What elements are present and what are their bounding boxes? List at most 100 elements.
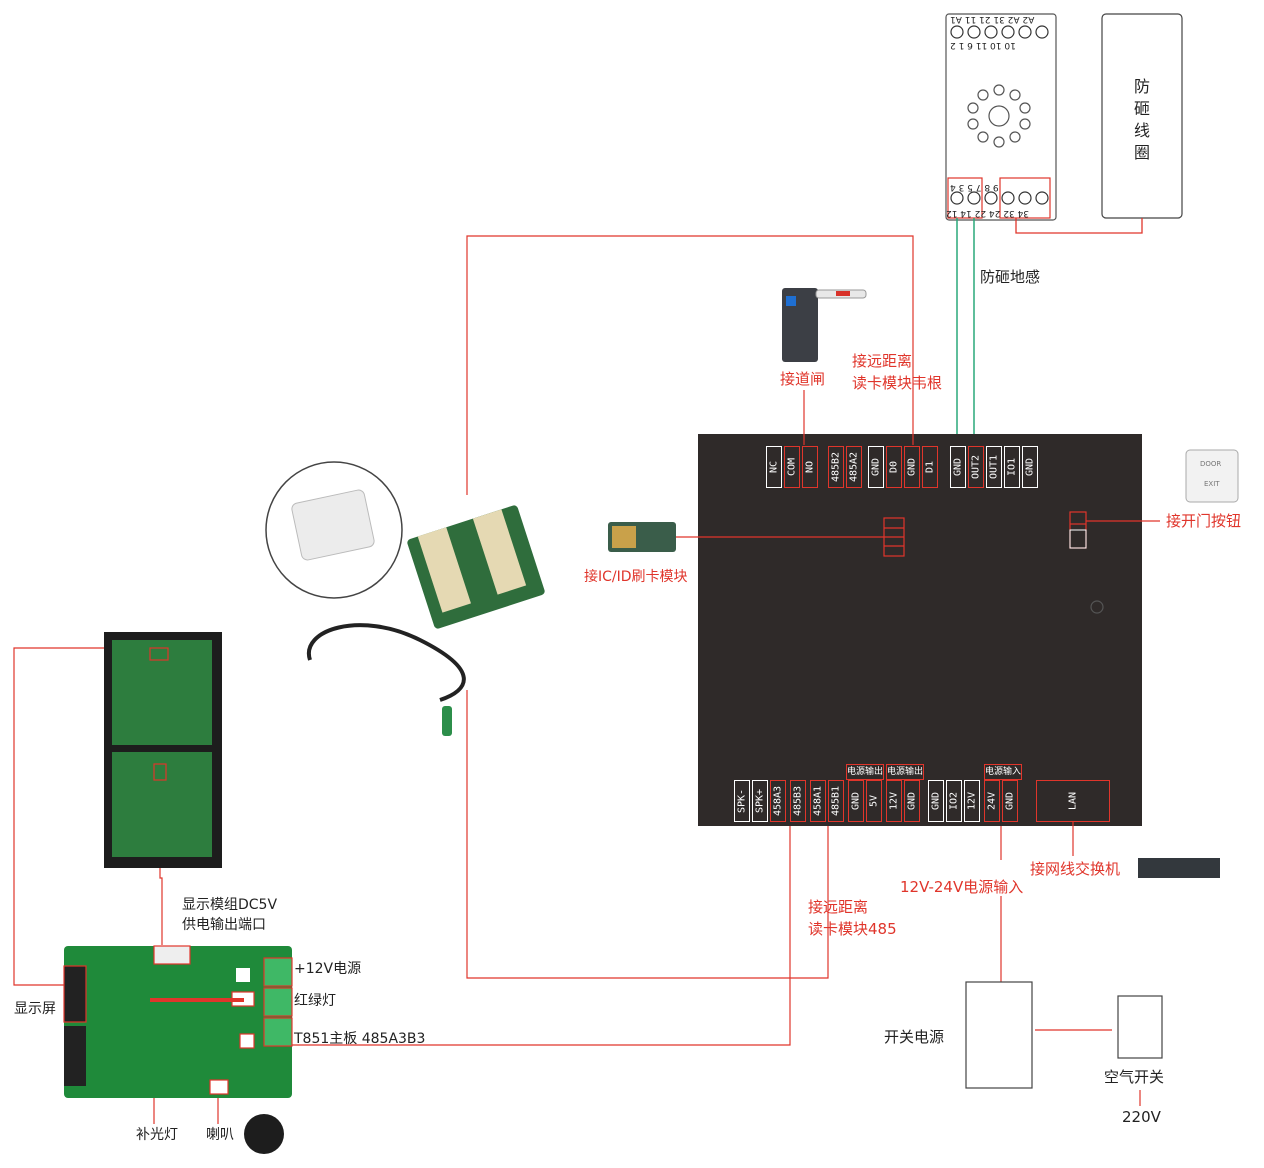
v220-label: 220V [1122,1108,1161,1126]
door-label-bottom: EXIT [1204,480,1220,488]
top-pin-gnd: GND [868,446,884,488]
gate-label: 接道闸 [780,370,826,388]
terminal-bottom-labels-1: 9 8 7 5 3 4 [950,182,999,192]
top-pin-com: COM [784,446,800,488]
door-label-top: DOOR [1200,460,1222,468]
bottom-pin-gnd: GND [1002,780,1018,822]
exit-button-label: 接开门按钮 [1166,512,1242,530]
bottom-pin-label: 5V [868,794,880,808]
wiegand-label-1: 接远距离 [852,352,913,370]
display-dc5v-label-1: 显示模组DC5V [182,897,278,913]
speaker-device [244,1114,284,1154]
power-input-label: 12V-24V电源输入 [900,878,1024,896]
t851-main-board [63,945,293,1098]
coil-box-char-2: 砸 [1133,99,1150,118]
power-out-header-1: 电源输出 [846,764,884,780]
top-pin-label: GND [1024,457,1036,477]
power-in-header: 电源输入 [984,764,1022,780]
bottom-pin-5v: 5V [866,780,882,822]
top-pin-485b2: 485B2 [828,446,844,488]
top-pin-io1: IO1 [1004,446,1020,488]
bottom-pin-label: GND [1004,791,1016,811]
air-switch-device [1117,995,1163,1059]
top-pin-d1: D1 [922,446,938,488]
bottom-pin-label: 485B1 [830,785,842,817]
lan-switch-label: 接网线交换机 [1030,860,1121,878]
bottom-pin-gnd: GND [848,780,864,822]
display-screen-label: 显示屏 [14,1001,56,1017]
bottom-pin-12v: 12V [886,780,902,822]
bottom-pin-label: SPK+ [754,788,766,814]
top-pin-out1: OUT1 [986,446,1002,488]
top-pin-gnd: GND [1022,446,1038,488]
ic-id-card-module [608,522,676,552]
controller-board [698,434,1142,826]
speaker-label: 喇叭 [206,1127,234,1143]
long-range-reader [265,461,545,736]
bottom-pin-12v: 12V [964,780,980,822]
rs485-label-1: 接远距离 [808,898,869,916]
terminal-top-labels-2: 10 10 11 6 1 2 [950,40,1016,50]
bottom-pin-spk-: SPK- [734,780,750,822]
display-dc5v-label-2: 供电输出端口 [182,917,266,933]
bottom-pin-lan: LAN [1036,780,1110,822]
bottom-pin-458a1: 458A1 [810,780,826,822]
bottom-pin-458a3: 458A3 [770,780,786,822]
top-pin-label: GND [870,457,882,477]
top-pin-485a2: 485A2 [846,446,862,488]
relay-terminal-block [945,13,1057,221]
relay-socket [967,84,1031,148]
ic-id-label: 接IC/ID刷卡模块 [584,569,688,585]
power-out-header-2: 电源输出 [886,764,924,780]
top-pin-label: OUT2 [970,454,982,480]
bottom-pin-485b3: 485B3 [790,780,806,822]
bottom-pin-label: 458A1 [812,785,824,817]
terminal-screws-top [950,25,1049,39]
bottom-pin-label: SPK- [736,788,748,814]
air-switch-label: 空气开关 [1104,1068,1165,1086]
coil-box-char-4: 圈 [1133,143,1150,162]
top-pin-gnd: GND [950,446,966,488]
bottom-pin-label: 12V [966,791,978,811]
bottom-pin-485b1: 485B1 [828,780,844,822]
top-pin-no: NO [802,446,818,488]
bottom-pin-io2: IO2 [946,780,962,822]
bottom-pin-gnd: GND [928,780,944,822]
top-pin-label: NC [768,460,780,474]
bottom-pin-label: GND [850,791,862,811]
led-display-module [104,632,222,868]
top-pin-label: IO1 [1006,457,1018,477]
wiegand-label-2: 读卡模块韦根 [852,374,943,392]
bottom-pin-label: 12V [888,791,900,811]
top-pin-label: OUT1 [988,454,1000,480]
t851-label: T851主板 485A3B3 [294,1031,426,1047]
bottom-pin-label: LAN [1067,791,1079,811]
rs485-label-2: 读卡模块485 [808,920,897,938]
exit-button-device [1185,449,1239,503]
bottom-pin-label: 485B3 [792,785,804,817]
bottom-pin-label: 24V [986,791,998,811]
bottom-pin-gnd: GND [904,780,920,822]
bottom-pin-24v: 24V [984,780,1000,822]
top-pin-label: GND [952,457,964,477]
top-pin-label: COM [786,457,798,477]
traffic-light-label: 红绿灯 [294,993,336,1009]
anti-smash-label: 防砸地感 [980,268,1041,286]
top-pin-gnd: GND [904,446,920,488]
fill-light-label: 补光灯 [136,1127,178,1143]
top-pin-label: NO [804,460,816,474]
top-pin-nc: NC [766,446,782,488]
terminal-screws-bottom [950,191,1049,205]
top-pin-label: GND [906,457,918,477]
top-pin-d0: D0 [886,446,902,488]
plus12v-label: +12V电源 [294,961,362,977]
coil-box-char-3: 线 [1133,121,1150,140]
top-pin-label: D1 [924,460,936,474]
terminal-top-labels-1: A2 A2 31 21 11 A1 [950,14,1035,24]
switching-power-label: 开关电源 [884,1028,945,1046]
network-switch-device [1138,858,1220,878]
top-pin-label: D0 [888,460,900,474]
switching-power-device [965,981,1033,1089]
